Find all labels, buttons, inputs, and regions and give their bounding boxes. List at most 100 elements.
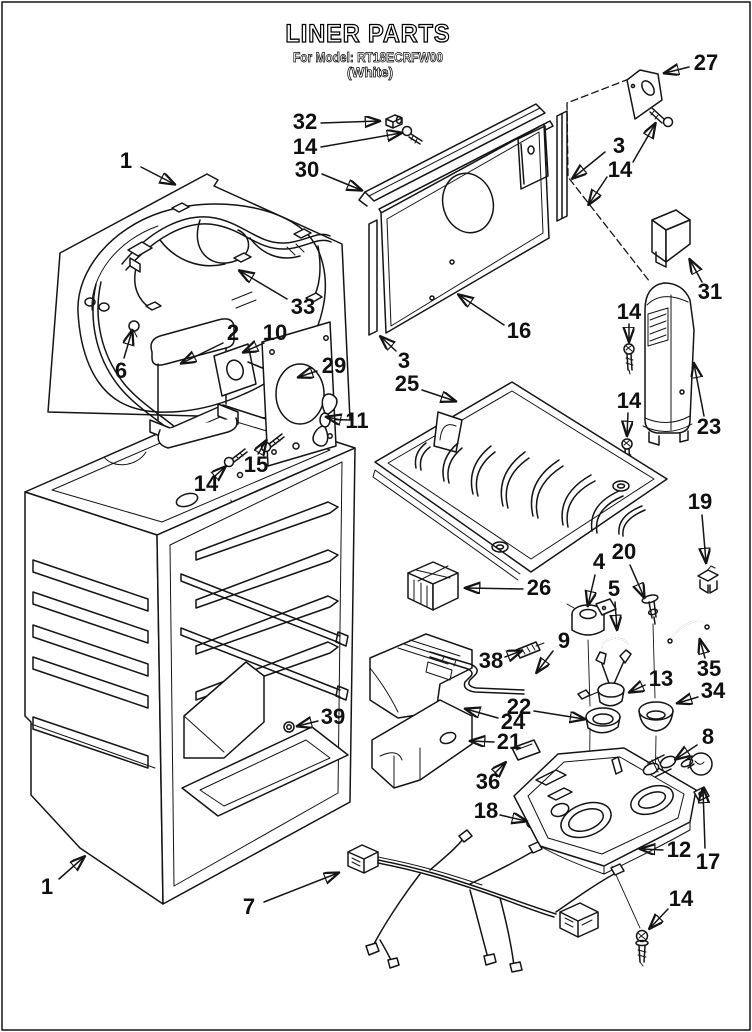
callout-label: 32 <box>293 109 317 134</box>
callout-14: 14 <box>617 299 642 341</box>
shelf-panel-25 <box>372 381 668 581</box>
damper-31 <box>651 209 691 268</box>
console-wells <box>560 784 674 839</box>
screw-boss <box>491 480 630 553</box>
callout-arrow <box>630 685 646 692</box>
liner-cabinet <box>24 404 356 905</box>
foam-block-24 <box>369 633 473 719</box>
callout-label: 14 <box>608 157 633 182</box>
callout-16: 16 <box>459 295 531 343</box>
callout-arrow <box>690 260 702 283</box>
callout-arrow <box>466 709 499 719</box>
callout-label: 14 <box>669 886 694 911</box>
screw-14-bottom <box>635 929 649 967</box>
callout-arrow <box>215 467 225 476</box>
callout-39: 39 <box>298 704 345 729</box>
evap-fan-motor-10 <box>213 343 257 397</box>
foam-block-21 <box>371 699 473 789</box>
callout-label: 14 <box>194 471 219 496</box>
callout-arrow <box>298 721 319 726</box>
callout-arrow <box>678 697 699 703</box>
liner-top-hole <box>175 492 199 508</box>
bracket-35 <box>667 619 711 645</box>
callout-32: 32 <box>293 109 379 134</box>
callout-label: 4 <box>593 549 606 574</box>
callout-label: 25 <box>395 371 419 396</box>
callout-2: 2 <box>182 320 239 363</box>
callout-arrow <box>694 364 705 417</box>
callout-label: 38 <box>479 648 503 673</box>
callout-9: 9 <box>537 628 570 672</box>
callout-label: 12 <box>667 837 691 862</box>
grommet-39 <box>283 721 295 733</box>
wire-9 <box>429 651 525 695</box>
callout-arrow <box>258 441 266 454</box>
callout-arrow <box>182 342 224 363</box>
callout-22: 22 <box>507 694 584 719</box>
callout-38: 38 <box>479 648 521 673</box>
callout-14: 14 <box>650 886 694 928</box>
callout-label: 27 <box>694 50 718 75</box>
lamp-socket <box>642 754 677 778</box>
callout-arrow <box>504 651 521 657</box>
harness-connector <box>171 202 190 213</box>
liner-back-molding <box>77 203 327 413</box>
callout-arrow <box>589 176 608 204</box>
callout-34: 34 <box>678 678 726 703</box>
callout-20: 20 <box>612 539 644 597</box>
callout-arrow <box>320 121 379 123</box>
callout-arrow <box>615 601 617 629</box>
light-bulb-8 <box>680 752 713 776</box>
callout-label: 26 <box>527 575 551 600</box>
callout-6: 6 <box>115 331 132 383</box>
callout-label: 31 <box>698 279 722 304</box>
fan-opening <box>441 172 495 234</box>
callout-label: 21 <box>497 729 521 754</box>
air-duct-23 <box>642 282 695 446</box>
callout-25: 25 <box>395 371 455 401</box>
screw-14-plate <box>649 107 674 128</box>
wiring-harness-33 <box>121 202 332 311</box>
evaporator-cover-16 <box>380 123 550 334</box>
callout-18: 18 <box>474 798 526 823</box>
liner-vent-slats <box>32 559 149 769</box>
harness-connector <box>293 228 312 239</box>
liner-opening-inset <box>169 461 343 887</box>
callout-arrow <box>700 640 705 659</box>
callout-arrow <box>263 873 338 903</box>
connector-38 <box>515 641 545 659</box>
air-funnel-13 <box>577 649 632 707</box>
screw-14-duct <box>623 343 635 375</box>
callout-arrow <box>629 564 644 597</box>
callout-arrow <box>676 744 698 759</box>
callout-14: 14 <box>589 124 655 204</box>
fan-plate-hole <box>275 363 325 425</box>
callout-label: 10 <box>263 320 287 345</box>
thermostat-4 <box>566 598 617 636</box>
callout-8: 8 <box>676 724 714 759</box>
callout-arrow <box>320 133 401 148</box>
callout-label: 6 <box>115 358 127 383</box>
trim-strip-3-right <box>556 110 568 222</box>
callout-31: 31 <box>690 260 722 304</box>
callout-24: 24 <box>466 709 526 734</box>
callout-14: 14 <box>617 388 642 435</box>
callout-arrow <box>702 514 706 562</box>
callout-label: 3 <box>613 133 625 158</box>
callout-arrow <box>140 166 174 184</box>
wiring-harness-7 <box>347 829 625 973</box>
callout-4: 4 <box>588 549 606 605</box>
vent-slots <box>414 442 646 537</box>
cup-34 <box>638 701 674 732</box>
screw-leader-line <box>611 865 641 929</box>
callout-label: 20 <box>612 539 636 564</box>
drain-tube-6 <box>84 281 181 443</box>
callout-arrow <box>421 389 455 401</box>
trim-strip-3-left <box>368 219 378 336</box>
duct-feet <box>648 430 689 446</box>
crisper-pan-area <box>181 661 349 817</box>
callout-26: 26 <box>466 575 551 600</box>
callout-arrow <box>537 650 554 672</box>
callout-label: 19 <box>688 489 712 514</box>
